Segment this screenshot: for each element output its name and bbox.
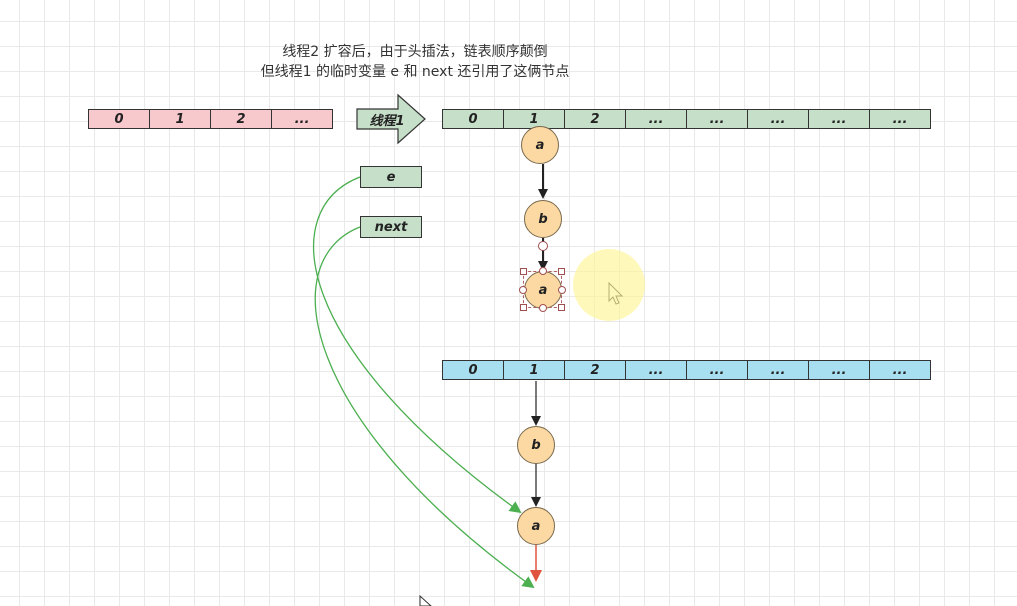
bucket-cell: 1 (149, 109, 211, 129)
bucket-cell: 0 (88, 109, 150, 129)
cursor-highlight (573, 249, 645, 321)
thread2-hash-table: 0 1 2 ... ... ... ... ... (442, 109, 931, 129)
bucket-cell: ... (625, 360, 687, 380)
variable-next-box[interactable]: next (360, 216, 422, 238)
e-pointer-curve (312, 176, 522, 514)
bucket-cell: 2 (564, 109, 626, 129)
resize-handle-top-right[interactable] (558, 268, 565, 275)
bucket-cell: ... (808, 109, 870, 129)
thread1-hash-table: 0 1 2 ... ... ... ... ... (442, 360, 931, 380)
thread1-arrow-label: 线程1 (369, 113, 405, 129)
node-a-upper[interactable]: a (521, 126, 559, 164)
bucket-cell: ... (869, 360, 931, 380)
bucket-cell: ... (869, 109, 931, 129)
resize-handle-bottom-left[interactable] (520, 304, 527, 311)
bucket-cell: ... (686, 109, 748, 129)
bucket-cell: 1 (503, 360, 565, 380)
node-b-upper[interactable]: b (524, 200, 562, 238)
bucket-cell: ... (625, 109, 687, 129)
variable-e-box[interactable]: e (360, 166, 422, 188)
next-pointer-curve (314, 226, 535, 589)
bucket-cell: 0 (442, 109, 504, 129)
bucket-cell: ... (808, 360, 870, 380)
caption-line-2: 但线程1 的临时变量 e 和 next 还引用了这俩节点 (260, 64, 570, 80)
connection-point-icon (538, 241, 548, 251)
bucket-cell: 0 (442, 360, 504, 380)
node-a-lower[interactable]: a (517, 507, 555, 545)
connection-handle-top[interactable] (539, 267, 547, 275)
bucket-cell: ... (747, 360, 809, 380)
bucket-cell: ... (271, 109, 333, 129)
caption-line-1: 线程2 扩容后，由于头插法，链表顺序颠倒 (282, 44, 548, 60)
resize-handle-top-left[interactable] (520, 268, 527, 275)
resize-handle-bottom-right[interactable] (558, 304, 565, 311)
connection-handle-right[interactable] (558, 286, 566, 294)
connection-handle-left[interactable] (519, 286, 527, 294)
old-hash-table: 0 1 2 ... (88, 109, 333, 129)
mouse-cursor-icon-partial (419, 594, 432, 606)
thread1-block-arrow (356, 93, 426, 145)
bucket-cell: ... (747, 109, 809, 129)
connection-handle-bottom[interactable] (539, 304, 547, 312)
selection-frame (523, 271, 562, 308)
node-b-lower[interactable]: b (517, 426, 555, 464)
bucket-cell: 2 (210, 109, 272, 129)
bucket-cell: ... (686, 360, 748, 380)
bucket-cell: 2 (564, 360, 626, 380)
